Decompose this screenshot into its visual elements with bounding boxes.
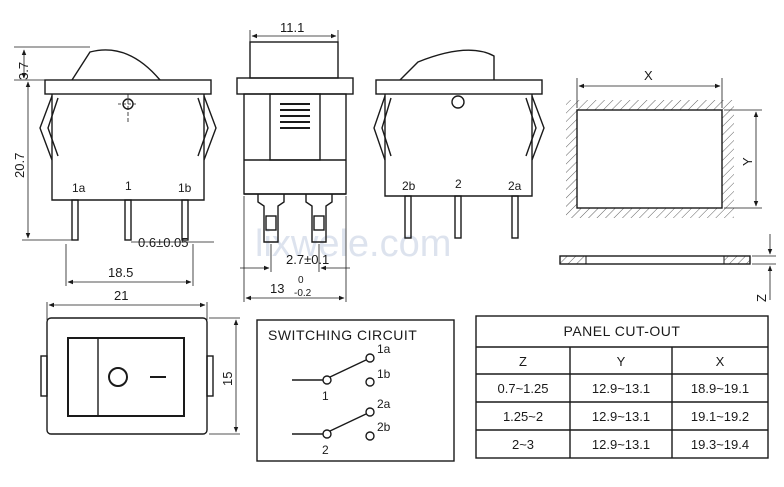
off-symbol xyxy=(108,367,128,387)
dim-pin-width: 0.6±0.05 xyxy=(138,235,189,250)
label-1b: 1b xyxy=(377,367,391,381)
panel-section xyxy=(559,255,751,265)
pin-1a xyxy=(71,199,79,241)
pin-label-1: 1 xyxy=(125,179,132,193)
table-cell: 1.25~2 xyxy=(503,409,543,424)
pin-2 xyxy=(454,195,462,239)
top-view: 21 15 xyxy=(40,288,240,435)
panel-cutout-table: PANEL CUT-OUT Z Y X 0.7~1.25 12.9~13.1 1… xyxy=(475,315,769,459)
cutout-hole xyxy=(576,109,723,209)
dim-13: 13 xyxy=(270,281,284,296)
table-title: PANEL CUT-OUT xyxy=(564,323,681,339)
label-y: Y xyxy=(740,157,755,166)
pin-1b xyxy=(181,199,189,241)
rocker-cap-rear xyxy=(399,49,495,81)
label-1: 1 xyxy=(322,389,329,403)
label-2: 2 xyxy=(322,443,329,457)
label-1a: 1a xyxy=(377,342,391,356)
dim-3-7: 3.7 xyxy=(16,62,31,80)
table-cell: 12.9~13.1 xyxy=(592,409,650,424)
header-x: X xyxy=(716,354,725,369)
rocker-top xyxy=(67,337,185,417)
rocker-cap xyxy=(71,49,161,81)
table-cell: 2~3 xyxy=(512,437,534,452)
table-cell: 19.1~19.2 xyxy=(691,409,749,424)
table-cell: 12.9~13.1 xyxy=(592,437,650,452)
bezel-front xyxy=(236,77,354,95)
pin-2b xyxy=(404,195,412,239)
table-cell: 12.9~13.1 xyxy=(592,381,650,396)
label-2a: 2a xyxy=(377,397,391,411)
label-2b: 2b xyxy=(377,420,391,434)
pin-2a xyxy=(511,195,519,239)
table-cell: 0.7~1.25 xyxy=(498,381,549,396)
terminal-right xyxy=(305,194,333,243)
panel-hatch xyxy=(566,100,734,218)
pin-label-2a: 2a xyxy=(508,179,522,193)
snap-clip-right xyxy=(203,95,217,161)
header-z: Z xyxy=(519,354,527,369)
header-y: Y xyxy=(617,354,626,369)
rocker-front xyxy=(249,41,339,79)
snap-clip-left xyxy=(39,95,53,161)
label-z: Z xyxy=(754,294,769,302)
front-view: 11.1 2.7±0.1 13 0 -0.2 xyxy=(236,20,354,302)
pin-label-1a: 1a xyxy=(72,181,86,195)
label-x: X xyxy=(644,68,653,83)
switch-bezel xyxy=(44,79,212,95)
pin-label-2b: 2b xyxy=(402,179,416,193)
circuit-title: SWITCHING CIRCUIT xyxy=(268,327,417,343)
table-cell: 18.9~19.1 xyxy=(691,381,749,396)
side-view: 1a 1 1b 3.7 20.7 0.6±0.05 18.5 xyxy=(12,46,217,286)
cutout-drawing: X Y Z xyxy=(559,68,776,302)
rear-view: 2b 2 2a xyxy=(373,49,545,239)
dim-20-7: 20.7 xyxy=(12,153,27,178)
dim-13-lower-tol: -0.2 xyxy=(294,288,312,299)
table-cell: 19.3~19.4 xyxy=(691,437,749,452)
pin-label-1b: 1b xyxy=(178,181,192,195)
watermark: lixwele.com xyxy=(255,223,451,265)
dim-15: 15 xyxy=(220,372,235,386)
dim-21: 21 xyxy=(114,288,128,303)
dim-13-upper-tol: 0 xyxy=(298,275,304,286)
pin-label-2: 2 xyxy=(455,177,462,191)
switching-circuit: SWITCHING CIRCUIT 1a 1b 1 2a 2b 2 xyxy=(256,319,455,462)
terminal-left xyxy=(257,194,285,243)
circuit-frame xyxy=(256,319,455,462)
dim-2-7: 2.7±0.1 xyxy=(286,252,329,267)
dim-18-5: 18.5 xyxy=(108,265,133,280)
pin-1 xyxy=(124,199,132,241)
dim-11-1: 11.1 xyxy=(280,20,304,35)
